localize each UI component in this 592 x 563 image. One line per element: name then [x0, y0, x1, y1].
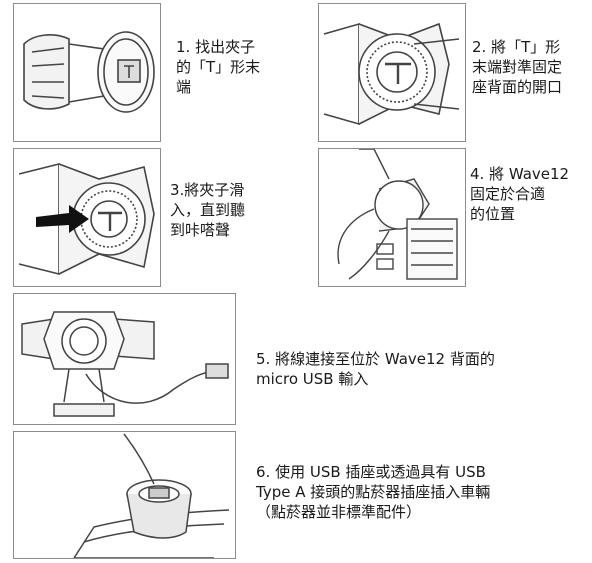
step-6-text: 6. 使用 USB 插座或透過具有 USB Type A 接頭的點菸器插座插入車… — [256, 463, 491, 521]
step-3-text: 3.將夾子滑 入，直到聽 到咔嗒聲 — [170, 181, 246, 239]
step-3-illustration — [13, 148, 161, 287]
step-1-text: 1. 找出夾子 的「T」形末 端 — [176, 38, 261, 96]
step-5-text: 5. 將線連接至位於 Wave12 背面的 micro USB 輸入 — [256, 350, 495, 388]
step-4-text: 4. 將 Wave12 固定於合適 的位置 — [470, 165, 570, 223]
step-6-illustration — [13, 431, 236, 559]
step-5-illustration — [13, 293, 236, 425]
step-4-illustration — [318, 148, 466, 287]
step-1-illustration — [13, 3, 161, 142]
step-2-illustration — [318, 3, 466, 142]
step-2-text: 2. 將「T」形 末端對準固定 座背面的開口 — [472, 38, 563, 96]
